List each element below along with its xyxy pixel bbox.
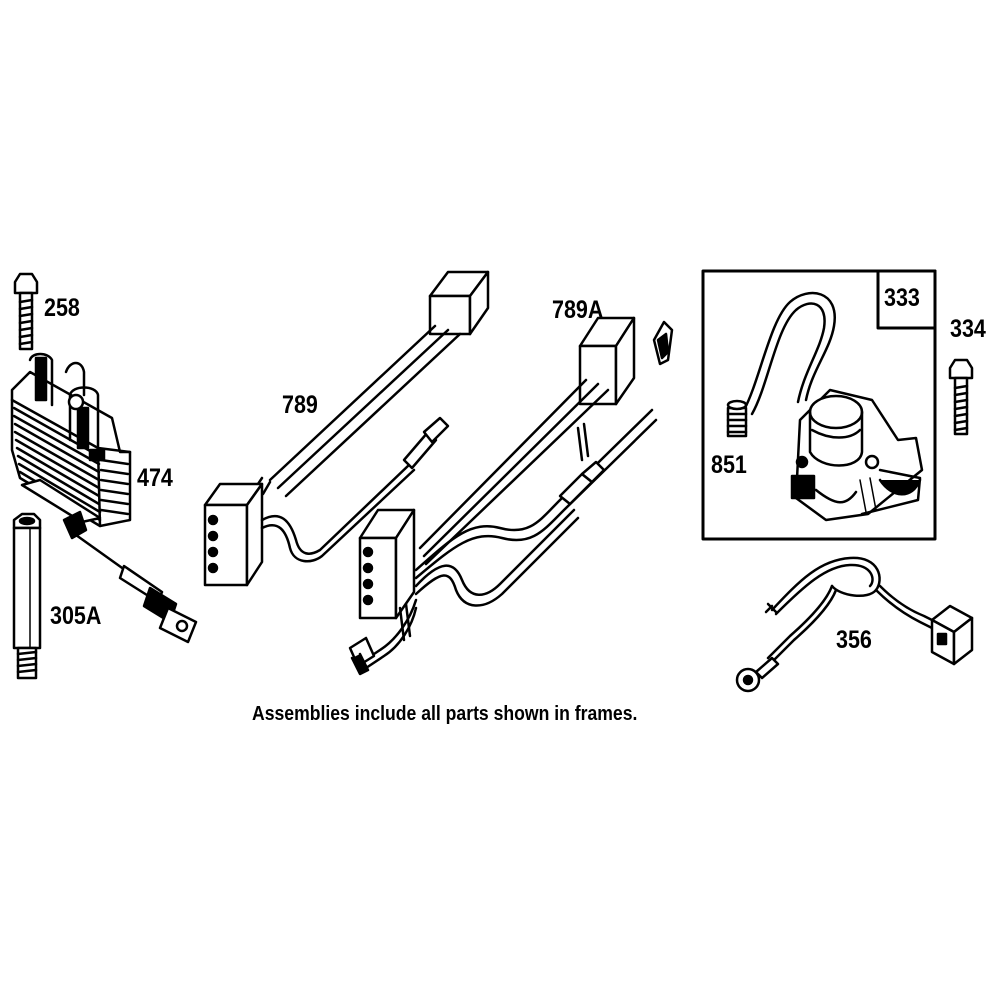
callout-305A: 305A xyxy=(50,602,102,630)
screw-258-icon xyxy=(13,272,39,351)
screw-334-icon xyxy=(948,358,974,436)
wire-harness-789-icon xyxy=(203,270,490,587)
spacer-305A-icon xyxy=(12,512,42,680)
ground-wire-356-icon xyxy=(735,556,974,693)
callout-258: 258 xyxy=(44,294,80,322)
callout-474: 474 xyxy=(137,464,173,492)
ignition-module-474-icon xyxy=(10,352,198,644)
callout-789A: 789A xyxy=(552,296,604,324)
callout-789: 789 xyxy=(282,391,318,419)
callout-851: 851 xyxy=(711,451,747,479)
spark-plug-terminal-851-icon xyxy=(726,399,748,438)
ignition-coil-333-icon xyxy=(742,291,924,522)
wire-harness-789A-icon xyxy=(348,316,674,676)
diagram-caption: Assemblies include all parts shown in fr… xyxy=(252,703,638,725)
callout-333: 333 xyxy=(884,284,920,312)
callout-356: 356 xyxy=(836,626,872,654)
callout-334: 334 xyxy=(950,315,986,343)
assembly-frame-333 xyxy=(701,269,937,541)
